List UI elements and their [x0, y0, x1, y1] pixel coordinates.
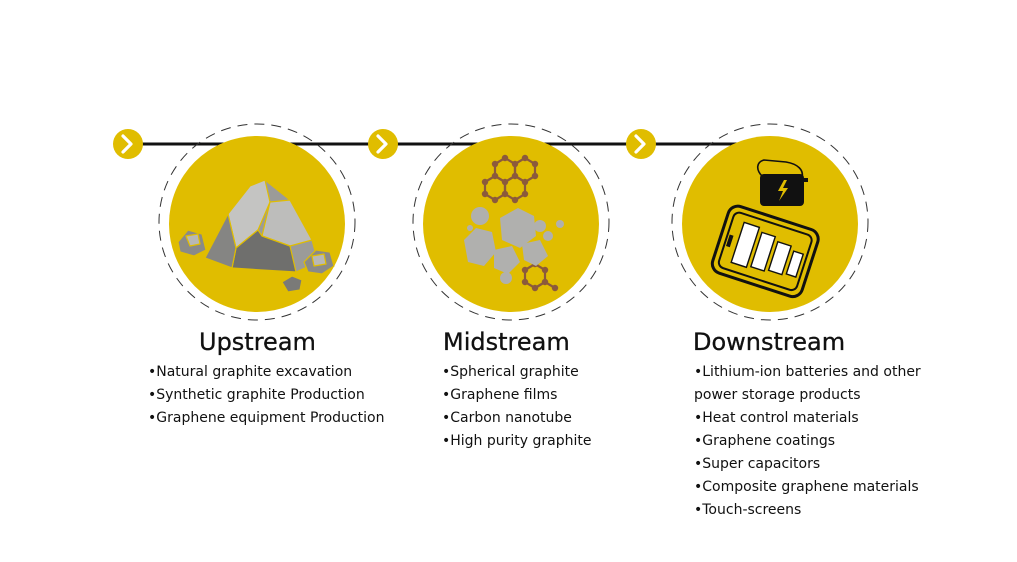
list-item: •Graphene coatings [694, 433, 836, 449]
bullet-list-upstream: •Natural graphite excavation •Synthetic … [148, 361, 384, 430]
chevron-right-icon [113, 129, 143, 159]
list-item: •Lithium-ion batteries and other [694, 364, 921, 380]
stage-title-upstream: Upstream [199, 328, 316, 356]
list-item: •Natural graphite excavation [148, 364, 353, 380]
chevron-right-icon [368, 129, 398, 159]
list-item: •Touch-screens [694, 502, 802, 518]
graphene-molecule-icon [464, 154, 564, 292]
list-item: •Synthetic graphite Production [148, 387, 365, 403]
list-item: •Carbon nanotube [442, 410, 572, 426]
battery-phone-icon [710, 159, 820, 299]
stage-title-downstream: Downstream [693, 328, 846, 356]
list-item: power storage products [694, 387, 861, 403]
list-item: •Heat control materials [694, 410, 859, 426]
list-item: •Composite graphene materials [694, 479, 919, 495]
stage-title-midstream: Midstream [443, 328, 570, 356]
list-item: •Spherical graphite [442, 364, 579, 380]
bullet-list-midstream: •Spherical graphite •Graphene films •Car… [442, 361, 592, 453]
list-item: •Graphene equipment Production [148, 410, 385, 426]
list-item: •High purity graphite [442, 433, 592, 449]
dashed-ring-downstream [671, 123, 869, 321]
dashed-ring-midstream [412, 123, 610, 321]
chevron-right-icon [626, 129, 656, 159]
list-item: •Graphene films [442, 387, 558, 403]
bullet-list-downstream: •Lithium-ion batteries and other power s… [694, 361, 921, 522]
dashed-ring-upstream [158, 123, 356, 321]
list-item: •Super capacitors [694, 456, 821, 472]
graphite-rock-icon [177, 179, 335, 293]
